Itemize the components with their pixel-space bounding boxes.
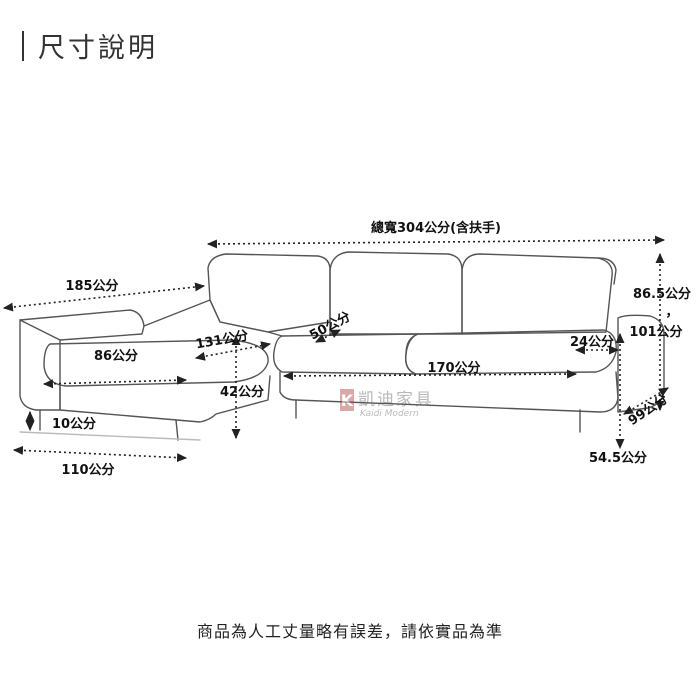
label-back-height-comma: ， (665, 305, 678, 320)
chaise-back (19, 309, 145, 341)
dimension-labels: 總寬304公分(含扶手) 185公分 86公分 131公分 50公分 170公分… (52, 220, 691, 478)
dimension-lines (2, 235, 669, 463)
floor-line (19, 431, 201, 441)
dim-line-chaise-length (2, 282, 206, 312)
label-chaise-length: 185公分 (65, 278, 118, 294)
seat-cushion-middle (272, 333, 419, 375)
label-leg-height: 10公分 (52, 416, 96, 432)
chaise-seat-cushion (43, 339, 269, 387)
seat-cushion-right (405, 329, 617, 375)
watermark: K 凱迪家具 Kaidi Modern (340, 389, 434, 419)
label-armrest-width: 24公分 (570, 334, 614, 350)
label-seat-depth: 54.5公分 (589, 450, 647, 466)
measurement-disclaimer: 商品為人工丈量略有誤差，請依實品為準 (196, 622, 503, 641)
dim-line-total-width (206, 235, 666, 249)
dim-line-chaise-width (12, 445, 188, 463)
dim-line-seat-length (282, 369, 578, 381)
chaise-left-arm (19, 319, 61, 411)
dim-line-depth (623, 387, 669, 415)
label-chaise-width: 110公分 (61, 462, 114, 478)
dim-line-chaise-seat (42, 375, 188, 389)
label-total-height: 101公分 (629, 324, 682, 340)
chaise-front-base (59, 375, 271, 423)
label-seat-height: 42公分 (220, 384, 264, 400)
watermark-logo-letter: K (341, 391, 354, 410)
back-cushion-right (461, 253, 613, 335)
watermark-logo-icon (340, 389, 354, 411)
label-total-width: 總寬304公分(含扶手) (371, 220, 501, 236)
label-back-height: 86.5公分 (633, 286, 691, 302)
headrest-right (597, 257, 617, 285)
back-cushion-left (207, 253, 331, 333)
header-divider (22, 30, 24, 61)
chaise-inner-back (143, 299, 283, 337)
front-base-right (279, 371, 619, 413)
label-seat-length: 170公分 (427, 360, 480, 376)
watermark-brand: 凱迪家具 (358, 390, 434, 410)
leg-front-middle (175, 419, 179, 441)
page-header: 尺寸說明 (22, 26, 158, 65)
page-title: 尺寸說明 (38, 33, 158, 64)
watermark-brand-en: Kaidi Modern (360, 409, 419, 419)
label-chaise-seat: 86公分 (94, 348, 138, 364)
